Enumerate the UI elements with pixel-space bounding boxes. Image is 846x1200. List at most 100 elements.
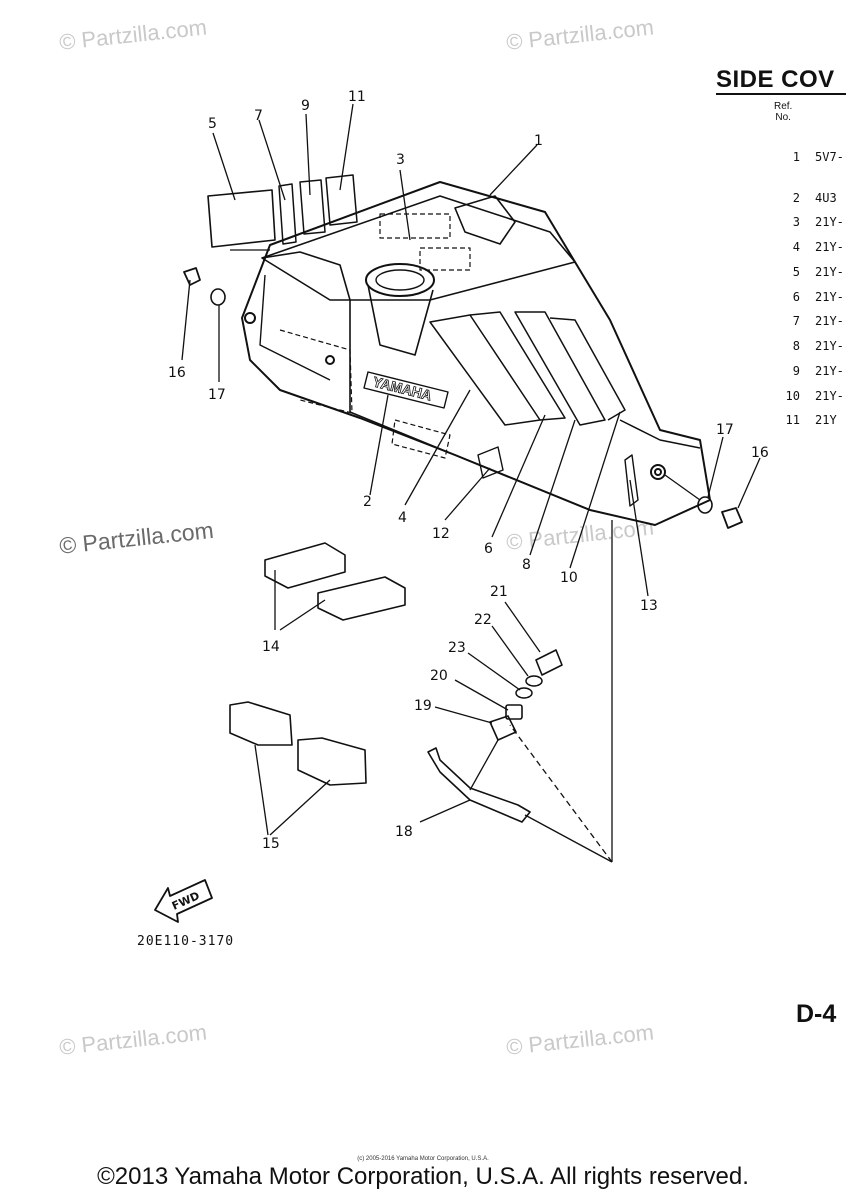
ref-no-header: Ref. No. — [774, 101, 792, 123]
vent-slat — [469, 311, 566, 421]
callout-label: 6 — [484, 541, 493, 557]
part-18-bracket — [427, 747, 531, 823]
part-23-washer — [515, 687, 533, 699]
leader-line — [524, 814, 613, 863]
screw-hole — [244, 312, 256, 324]
parts-code: 21Y- — [815, 364, 844, 378]
part-5-sheet — [207, 189, 276, 248]
leader-line — [181, 279, 191, 361]
leader-line — [491, 625, 529, 677]
side-cover-body — [241, 181, 711, 526]
parts-code: 21Y — [815, 413, 837, 427]
intake-tube-side — [367, 284, 434, 356]
part-14-pad — [317, 576, 406, 621]
parts-ref: 4 — [792, 240, 800, 254]
part-12-plate — [477, 446, 504, 479]
parts-ref: 1 — [792, 150, 800, 164]
parts-ref: 11 — [785, 413, 800, 427]
top-panel — [261, 195, 576, 301]
vent-slat — [549, 317, 626, 421]
parts-ref: 6 — [792, 290, 800, 304]
intake-tube-top — [365, 263, 435, 297]
label-area — [279, 329, 353, 414]
lower-edge — [619, 419, 701, 449]
parts-ref: 10 — [785, 389, 800, 403]
parts-ref: 8 — [792, 339, 800, 353]
yamaha-logo-text: YAMAHA — [371, 373, 433, 403]
callout-label: 16 — [751, 445, 769, 461]
leader-line — [258, 119, 286, 201]
leader-line — [629, 479, 649, 597]
leader-line — [504, 601, 541, 653]
part-11-strip — [325, 174, 358, 226]
callout-label: 5 — [208, 116, 217, 132]
part-15-pad — [229, 701, 293, 746]
leader-line — [469, 739, 499, 791]
part-21-bolt — [535, 649, 563, 676]
callout-label: 21 — [490, 584, 508, 600]
callout-label: 17 — [208, 387, 226, 403]
callout-label: 1 — [534, 133, 543, 149]
leader-line — [404, 389, 471, 506]
leader-line — [419, 799, 471, 823]
parts-code: 21Y- — [815, 240, 844, 254]
leader-line — [254, 744, 269, 836]
callout-label: 11 — [348, 89, 366, 105]
leader-line — [305, 113, 311, 196]
part-7-strip — [278, 183, 297, 245]
callout-label: 23 — [448, 640, 466, 656]
parts-code: 5V7- — [815, 150, 844, 164]
parts-ref: 7 — [792, 314, 800, 328]
title-underline — [716, 93, 846, 95]
yamaha-badge — [363, 371, 449, 409]
callout-label: 14 — [262, 639, 280, 655]
left-inner-edge — [259, 274, 331, 381]
footer-copyright: ©2013 Yamaha Motor Corporation, U.S.A. A… — [97, 1163, 749, 1190]
part-9-strip — [299, 179, 326, 235]
ref-no-label: Ref. No. — [774, 101, 793, 123]
vent-slat — [514, 311, 606, 426]
washer-right — [697, 496, 713, 514]
leader-line — [491, 414, 546, 538]
callout-label: 7 — [254, 108, 263, 124]
leader-line — [737, 457, 761, 509]
bolt-left — [183, 267, 201, 286]
callout-label: 8 — [522, 557, 531, 573]
parts-code: 21Y- — [815, 215, 844, 229]
handle-recess — [454, 195, 516, 245]
callout-label: 3 — [396, 152, 405, 168]
leader-line — [434, 706, 493, 724]
part-14-pad — [264, 542, 346, 589]
callout-label: 9 — [301, 98, 310, 114]
leader-line — [454, 679, 509, 711]
parts-ref: 5 — [792, 265, 800, 279]
small-copyright: (c) 2005-2016 Yamaha Motor Corporation, … — [357, 1156, 489, 1162]
leader-line — [569, 411, 621, 569]
parts-ref: 2 — [792, 191, 800, 205]
callout-label: 17 — [716, 422, 734, 438]
callout-label: 10 — [560, 570, 578, 586]
label-area — [391, 419, 451, 459]
part-20-collar — [505, 704, 523, 720]
part-15-pad — [297, 737, 367, 786]
leader-line — [489, 144, 538, 196]
parts-code: 21Y- — [815, 339, 844, 353]
leader-line — [664, 474, 701, 501]
leader-line — [339, 103, 354, 191]
callout-label: 22 — [474, 612, 492, 628]
leader-line — [509, 724, 613, 863]
callout-label: 20 — [430, 668, 448, 684]
vent-grille — [624, 454, 639, 507]
callout-label: 18 — [395, 824, 413, 840]
washer-left — [210, 288, 226, 306]
callout-label: 19 — [414, 698, 432, 714]
section-title: SIDE COV — [716, 66, 835, 93]
leader-line — [212, 132, 236, 201]
left-panel — [261, 251, 351, 412]
lower-band — [349, 411, 591, 511]
screw-hole — [654, 468, 662, 476]
callout-label: 13 — [640, 598, 658, 614]
label-area — [419, 247, 471, 271]
parts-code: 21Y- — [815, 265, 844, 279]
leader-line — [444, 467, 491, 521]
